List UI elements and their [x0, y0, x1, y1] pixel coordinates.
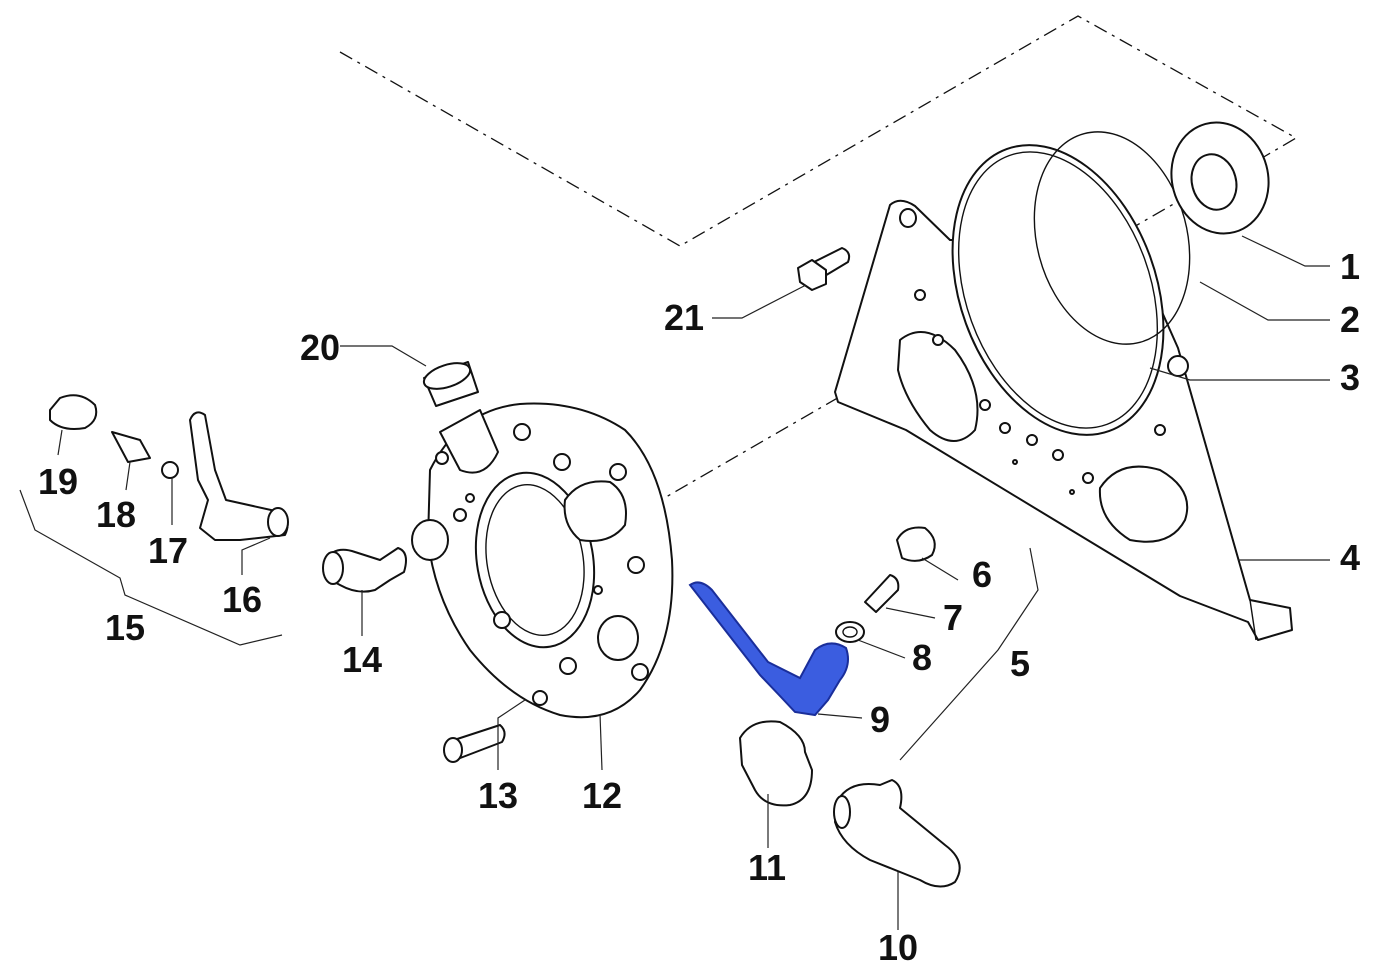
- elbow-part-14[interactable]: [322, 547, 407, 593]
- callout-20: 20: [300, 327, 340, 368]
- connector-part-6[interactable]: [896, 526, 936, 562]
- callout-13: 13: [478, 775, 518, 816]
- plug-part-20[interactable]: [421, 358, 479, 407]
- callout-8: 8: [912, 637, 932, 678]
- callout-11: 11: [748, 847, 786, 888]
- callout-5: 5: [1010, 643, 1030, 684]
- callout-15: 15: [105, 607, 145, 648]
- callout-3: 3: [1340, 357, 1360, 398]
- valve-lever-part-9[interactable]: [688, 581, 849, 717]
- callout-12: 12: [582, 775, 622, 816]
- callout-17: 17: [148, 530, 188, 571]
- callout-14: 14: [342, 639, 382, 680]
- valve-body-part-10[interactable]: [833, 779, 961, 888]
- callout-19: 19: [38, 461, 78, 502]
- seal-part[interactable]: [1159, 111, 1281, 244]
- callout-21: 21: [664, 297, 704, 338]
- callout-7: 7: [943, 597, 963, 638]
- washer-part-8[interactable]: [835, 621, 865, 643]
- flange-part[interactable]: [411, 402, 674, 719]
- callout-18: 18: [96, 494, 136, 535]
- valve-assembly-part-15[interactable]: [49, 394, 289, 541]
- leader-lines: [19, 235, 1330, 930]
- callout-10: 10: [878, 927, 918, 968]
- screw-part-13[interactable]: [443, 724, 506, 763]
- callout-4: 4: [1340, 537, 1360, 578]
- callout-1: 1: [1340, 246, 1360, 287]
- o-ring-part[interactable]: [1012, 114, 1213, 361]
- callout-9: 9: [870, 699, 890, 740]
- callout-2: 2: [1340, 299, 1360, 340]
- callout-6: 6: [972, 554, 992, 595]
- callout-16: 16: [222, 579, 262, 620]
- elbow-fitting-part-11[interactable]: [739, 720, 813, 807]
- callout-labels: 1 2 3 4 5 6 7 8 9 10 11 12 13 14 15 16 1…: [38, 246, 1360, 968]
- bolt-part-21[interactable]: [797, 247, 851, 291]
- nipple-part-7[interactable]: [864, 574, 900, 613]
- large-ring-part[interactable]: [915, 116, 1202, 465]
